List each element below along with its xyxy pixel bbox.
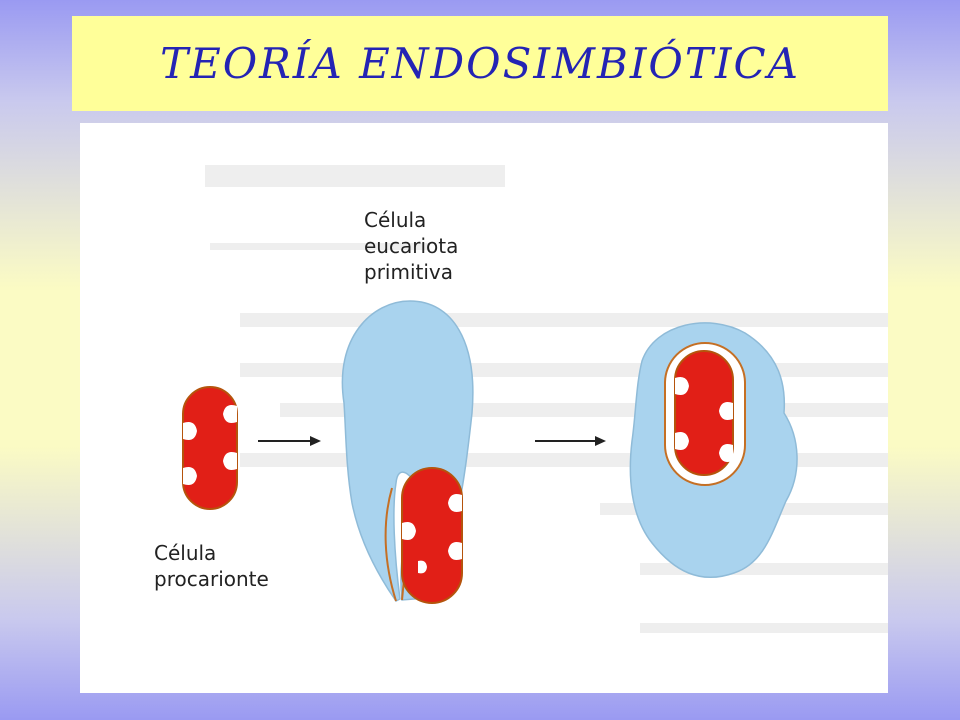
eukaryote-with-endosymbiont — [629, 322, 798, 579]
prokaryote-label-line: procarionte — [154, 567, 269, 591]
title-banner: TEORÍA ENDOSIMBIÓTICA — [72, 16, 888, 111]
eukaryote-label-line: Célula — [364, 208, 427, 232]
prokaryote-label: Célula procarionte — [154, 540, 269, 592]
engulfed-bacterium — [401, 467, 463, 604]
eukaryote-label-line: eucariota — [364, 234, 459, 258]
diagram-canvas — [182, 165, 888, 633]
arrow-right-icon — [258, 436, 321, 446]
prokaryote-cell — [182, 386, 238, 510]
endosymbiosis-figure: Célula eucariota primitiva Célula procar… — [80, 123, 888, 693]
background-ghost-text — [205, 165, 888, 633]
arrow-right-icon — [535, 436, 606, 446]
eukaryote-label: Célula eucariota primitiva — [364, 207, 458, 285]
slide-title: TEORÍA ENDOSIMBIÓTICA — [160, 39, 800, 88]
eukaryote-label-line: primitiva — [364, 260, 454, 284]
prokaryote-label-line: Célula — [154, 541, 217, 565]
